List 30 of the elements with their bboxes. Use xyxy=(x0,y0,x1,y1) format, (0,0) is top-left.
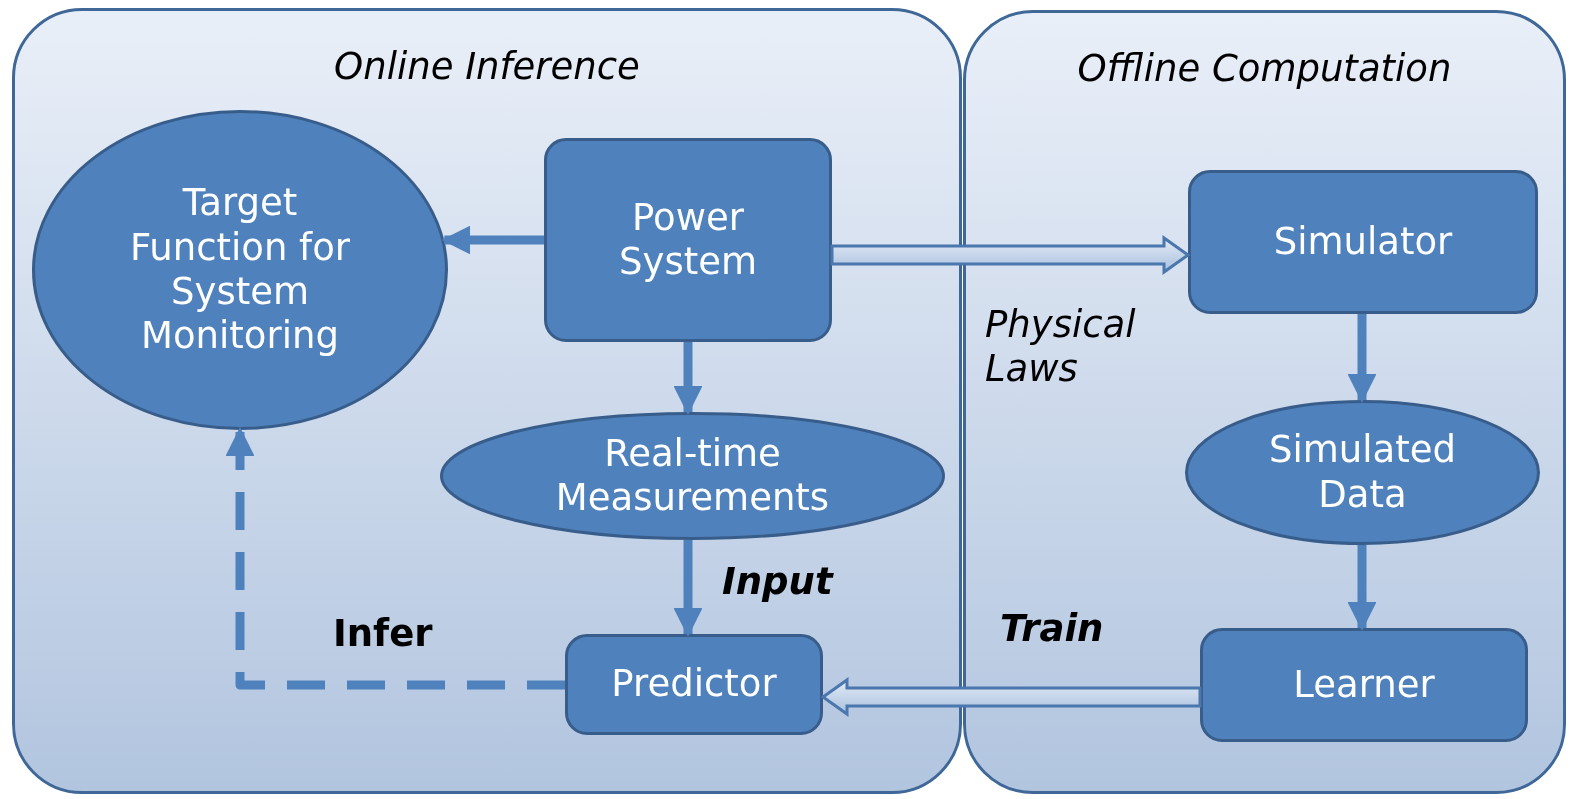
process-box xyxy=(1200,628,1528,742)
data-ellipse xyxy=(32,110,448,430)
arrow xyxy=(1347,545,1377,631)
edge-label: Infer xyxy=(333,612,433,657)
process-box xyxy=(544,138,832,342)
block-arrow xyxy=(820,677,1202,717)
data-ellipse xyxy=(1185,400,1540,545)
arrow xyxy=(441,225,544,255)
node-label: Predictor xyxy=(611,662,777,707)
process-box xyxy=(565,634,823,735)
edge-label: Train xyxy=(1000,607,1104,652)
node-label: Real-time Measurements xyxy=(554,431,831,521)
arrow xyxy=(673,540,703,637)
node-label: Simulated Data xyxy=(1268,428,1457,517)
panel-title: Offline Computation xyxy=(1076,47,1453,90)
node-label: Learner xyxy=(1293,662,1435,708)
edge-label: Physical Laws xyxy=(985,303,1137,392)
block-arrow xyxy=(830,235,1191,275)
arrow xyxy=(1347,314,1377,403)
node-label: Simulator xyxy=(1273,219,1453,265)
node-label: Power System xyxy=(618,195,758,285)
group-panel xyxy=(963,10,1566,794)
data-ellipse xyxy=(440,412,945,540)
arrow xyxy=(673,342,703,415)
process-box xyxy=(1188,170,1538,314)
dashed-arrow xyxy=(225,427,565,690)
node-label: Target Function for System Monitoring xyxy=(129,181,351,359)
edge-label: Input xyxy=(722,560,833,605)
group-panel xyxy=(12,8,962,794)
panel-title: Online Inference xyxy=(333,45,641,88)
